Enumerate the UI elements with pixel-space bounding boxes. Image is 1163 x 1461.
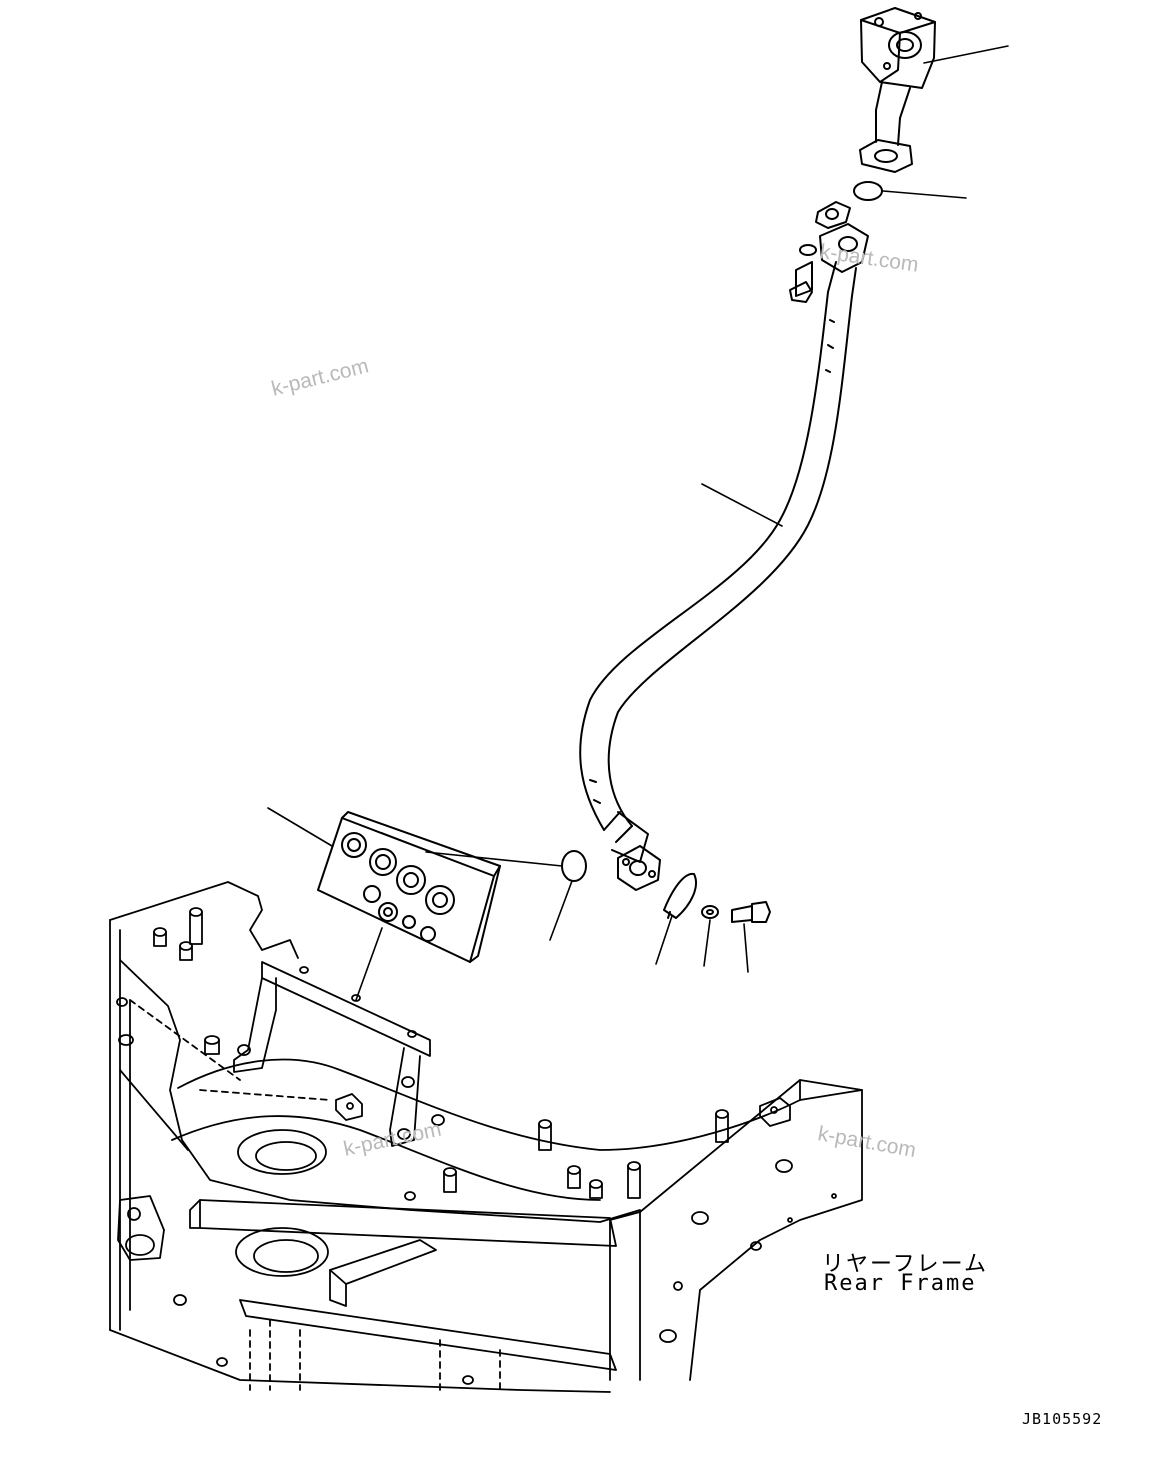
o-ring-upper bbox=[853, 181, 883, 201]
hose-lower-fitting bbox=[617, 845, 661, 891]
hydraulic-hose bbox=[579, 291, 853, 863]
valve-block bbox=[317, 811, 501, 963]
elbow-fitting bbox=[859, 7, 936, 173]
split-flange-upper bbox=[815, 201, 851, 229]
rear-frame bbox=[109, 881, 863, 1393]
frame-bosses bbox=[116, 907, 793, 1385]
bolt-upper bbox=[789, 261, 813, 303]
o-ring-lower bbox=[561, 850, 587, 882]
drawing-code: JB105592 bbox=[1022, 1410, 1103, 1428]
washer-lower bbox=[701, 905, 719, 919]
bolt-lower bbox=[731, 901, 771, 923]
frame-label-japanese: リヤーフレーム bbox=[822, 1252, 989, 1277]
split-flange-lower bbox=[663, 872, 697, 919]
washer-upper bbox=[799, 244, 817, 256]
frame-label-english: Rear Frame bbox=[824, 1271, 977, 1296]
leader-lines bbox=[267, 45, 1009, 1001]
hose-upper-fitting bbox=[819, 223, 869, 297]
washer-lower-hole bbox=[706, 909, 714, 915]
